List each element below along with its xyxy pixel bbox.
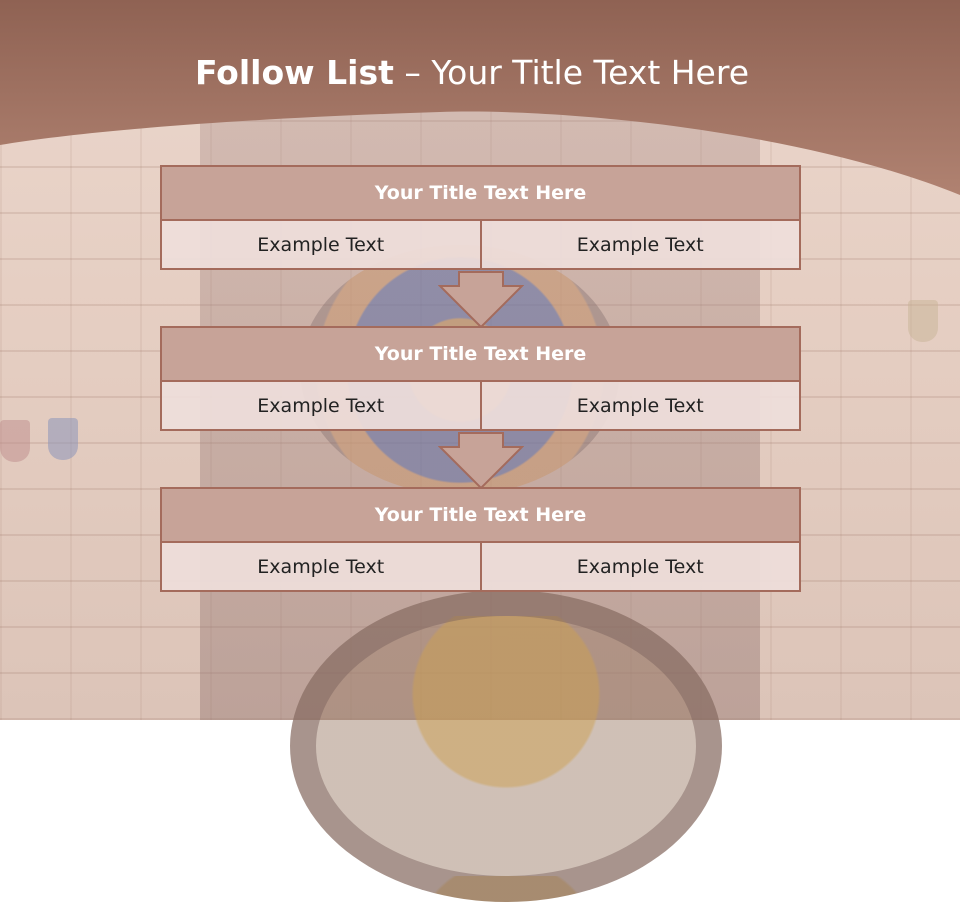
- block-row: Example Text Example Text: [160, 382, 801, 431]
- list-block-1: Your Title Text Here Example Text Exampl…: [160, 165, 801, 270]
- list-block-2: Your Title Text Here Example Text Exampl…: [160, 326, 801, 431]
- background-crest-3: [908, 300, 938, 342]
- header-band: [0, 0, 960, 200]
- slide-title-rest: – Your Title Text Here: [404, 53, 750, 92]
- slide-title: Follow List – Your Title Text Here: [0, 53, 944, 92]
- block-cell-right: Example Text: [479, 543, 800, 590]
- list-block-3: Your Title Text Here Example Text Exampl…: [160, 487, 801, 592]
- block-cell-right: Example Text: [479, 221, 800, 268]
- block-cell-left: Example Text: [257, 394, 385, 417]
- block-title: Your Title Text Here: [160, 326, 801, 382]
- down-arrow-icon: [438, 271, 524, 329]
- block-row: Example Text Example Text: [160, 221, 801, 270]
- down-arrow-icon: [438, 432, 524, 490]
- slide-title-bold: Follow List: [194, 53, 394, 92]
- block-cell-left: Example Text: [257, 555, 385, 578]
- block-title: Your Title Text Here: [160, 487, 801, 543]
- block-cell-right: Example Text: [479, 382, 800, 429]
- block-row: Example Text Example Text: [160, 543, 801, 592]
- background-calendar-dial: [290, 590, 722, 902]
- background-crest-2: [0, 420, 30, 462]
- block-cell-left: Example Text: [257, 233, 385, 256]
- block-title: Your Title Text Here: [160, 165, 801, 221]
- background-crest-1: [48, 418, 78, 460]
